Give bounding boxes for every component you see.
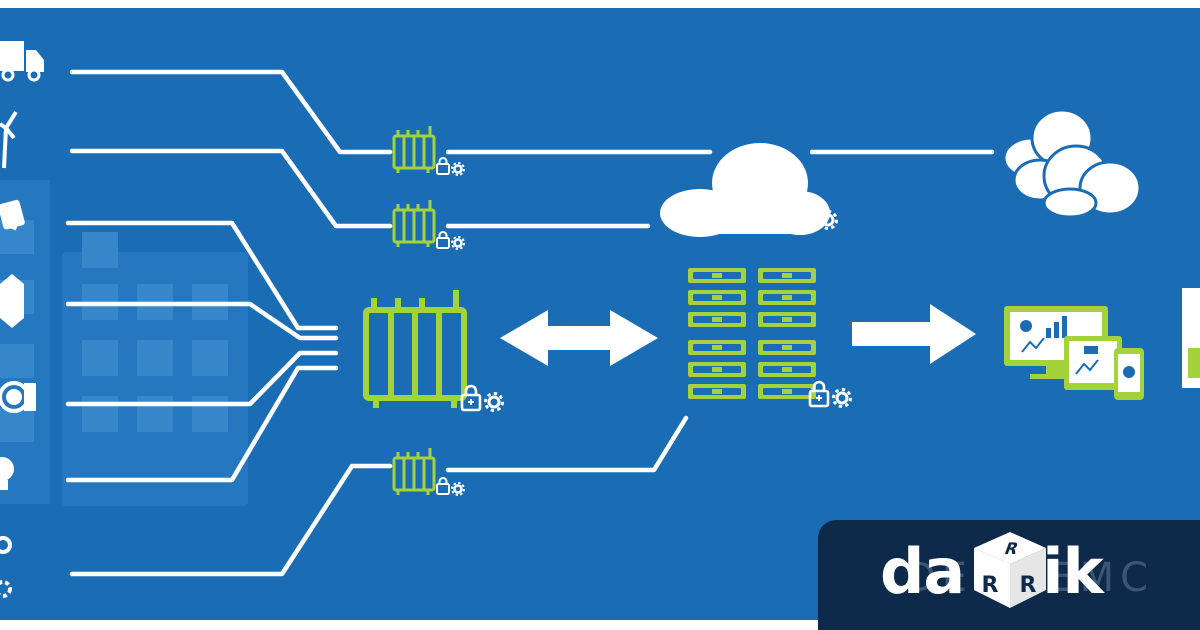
dice-letter-right: R	[1020, 573, 1037, 598]
phone-icon	[1114, 348, 1144, 400]
box-icon	[0, 274, 24, 328]
lock-icon-server	[808, 380, 852, 408]
brand-logo-right: ik	[1042, 535, 1103, 608]
monitor-icon-partial	[1182, 288, 1200, 388]
lock-icon-main-gateway	[460, 384, 504, 412]
line-bulb	[65, 365, 339, 483]
dice-logo-icon: R R R	[974, 532, 1046, 608]
brand-logo: da ik	[880, 535, 1104, 608]
dice-letter-left: R	[982, 573, 999, 598]
line-camera	[65, 220, 339, 331]
line-bottom-to-server	[445, 415, 689, 473]
connection-lines	[65, 69, 995, 577]
iot-architecture-diagram	[0, 8, 1200, 620]
truck-icon	[0, 41, 44, 82]
right-arrow-icon	[852, 304, 976, 364]
double-arrow-icon	[500, 310, 658, 366]
tablet-icon	[1064, 336, 1122, 390]
server-rack-icon	[688, 268, 816, 399]
brand-logo-left: da	[880, 535, 965, 608]
gear-icon	[0, 536, 12, 598]
line-truck	[69, 69, 393, 155]
lightbulb-icon	[0, 457, 14, 490]
cloud-icon-public	[1002, 108, 1142, 219]
gateway-icon-main	[363, 290, 467, 408]
line-bottom	[69, 463, 393, 577]
line-engine	[65, 350, 339, 407]
turbine-engine-icon	[0, 381, 36, 413]
camera-icon	[0, 199, 25, 231]
line-box	[65, 301, 339, 341]
wind-turbine-icon	[0, 110, 18, 169]
line-turbine	[69, 148, 393, 229]
